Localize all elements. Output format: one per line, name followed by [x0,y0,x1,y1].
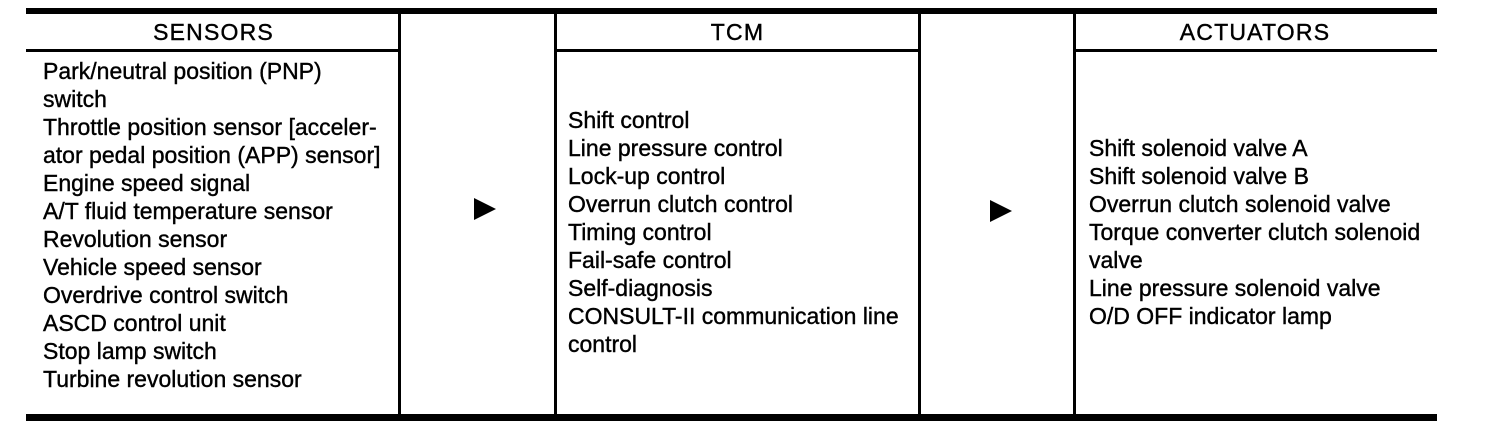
sensors-list-line: switch [43,86,107,112]
sensors-header-separator [26,49,401,52]
bottom-rule [26,414,1437,421]
tcm-list-line: Lock-up control [568,163,726,189]
sensors-list-line: Revolution sensor [43,226,228,252]
tcm-list-line: Line pressure control [568,135,783,161]
actuators-box-title: ACTUATORS [1179,19,1331,45]
tcm-list-line: Self-diagnosis [568,275,713,301]
sensors-list-line: Overdrive control switch [43,282,289,308]
tcm-list-line: Overrun clutch control [568,191,793,217]
actuators-list-line: O/D OFF indicator lamp [1089,303,1332,329]
actuators-list-line: Shift solenoid valve B [1089,163,1309,189]
sensors-box-title: SENSORS [153,19,274,45]
tcm-list-line: Timing control [568,219,712,245]
actuators-list-line: Torque converter clutch solenoid [1089,219,1421,245]
sensors-list-line: A/T fluid temperature sensor [43,198,333,224]
tcm-list-line: Shift control [568,107,690,133]
actuators-box-left-border [1073,14,1076,414]
sensors-list-line: Engine speed signal [43,170,251,196]
tcm-to-actuators-arrow-icon [990,200,1012,222]
tcm-box-left-border [554,14,557,414]
sensors-list-line: ator pedal position (APP) sensor] [43,142,381,168]
tcm-list-line: Fail-safe control [568,247,732,273]
sensors-list-line: Vehicle speed sensor [43,254,262,280]
sensors-list-line: Throttle position sensor [acceler- [43,114,377,140]
actuators-list-line: valve [1089,247,1143,273]
actuators-list-line: Shift solenoid valve A [1089,135,1308,161]
tcm-list-line: control [568,331,638,357]
tcm-box-title: TCM [710,19,765,45]
tcm-header-separator [554,49,921,52]
sensors-list-line: Stop lamp switch [43,338,217,364]
actuators-list-line: Line pressure solenoid valve [1089,275,1381,301]
sensors-to-tcm-arrow-icon [474,198,496,220]
actuators-list-line: Overrun clutch solenoid valve [1089,191,1391,217]
sensors-list-line: Park/neutral position (PNP) [43,58,322,84]
sensors-list-line: ASCD control unit [43,310,226,336]
sensors-box-right-border [398,14,401,414]
sensors-list-line: Turbine revolution sensor [43,366,302,392]
tcm-list-line: CONSULT-II communication line [568,303,899,329]
tcm-box-right-border [918,14,921,414]
top-rule [26,8,1437,14]
actuators-header-separator [1073,49,1437,52]
